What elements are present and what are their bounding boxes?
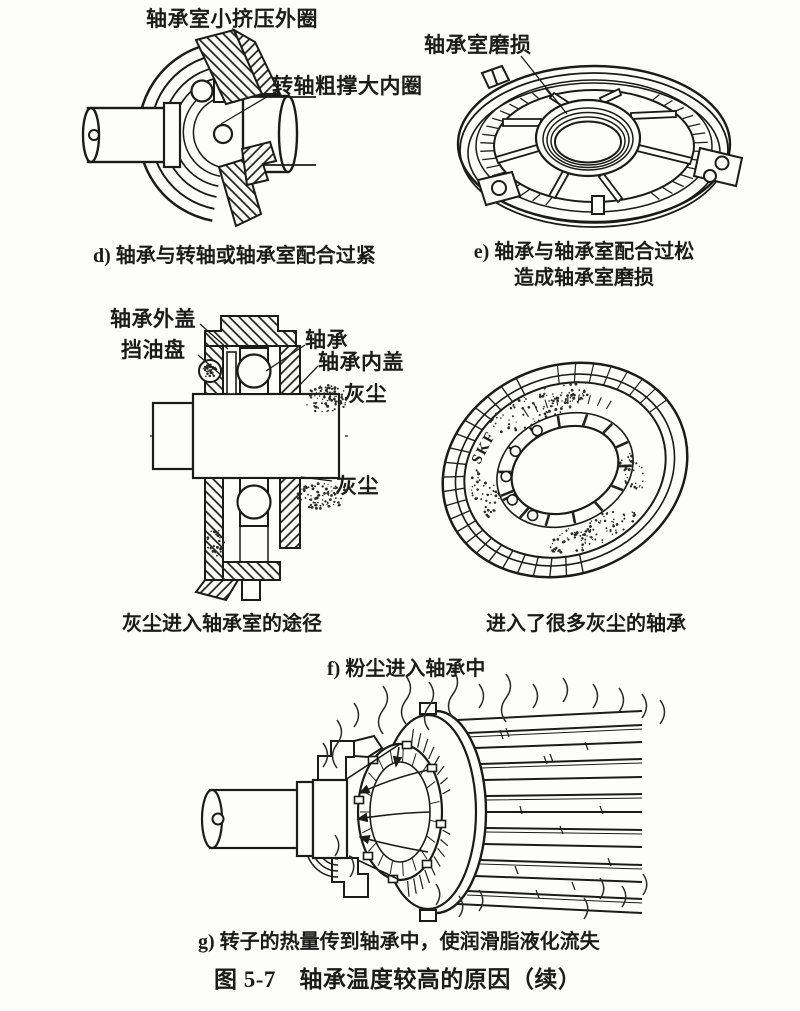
- bearing-brackets: [305, 734, 384, 898]
- label-housing-squeezes-outer-ring: 轴承室小挤压外圈: [146, 7, 318, 31]
- marking-strokes: [523, 394, 612, 418]
- housing-hatched-sections: [194, 27, 282, 228]
- caption-g: g) 转子的热量传到轴承中，使润滑脂液化流失: [198, 931, 600, 953]
- leader-inner-cap: [295, 365, 319, 390]
- rim-hatch: [443, 378, 584, 577]
- shaft: [151, 392, 341, 480]
- caption-d: d) 轴承与转轴或轴承室配合过紧: [93, 245, 376, 267]
- shaft-left: [81, 101, 182, 169]
- bearing-ball-upper: [190, 79, 214, 103]
- hub-bore: [534, 98, 642, 178]
- label-dust-lower: 灰尘: [336, 474, 379, 498]
- illustration-d-tight-fit: [81, 27, 316, 228]
- illustration-g-rotor-heat: [200, 669, 666, 922]
- ring-tab-bottom: [419, 909, 437, 922]
- inner-speckle: [206, 527, 225, 557]
- leader-outer-cap: [199, 323, 229, 350]
- caption-e-line1: e) 轴承与轴承室配合过松: [473, 241, 695, 263]
- heat-waves: [322, 669, 666, 920]
- dust-face-bottom: [549, 510, 637, 554]
- leader-e-wear: [520, 55, 568, 115]
- label-bearing-inner-cap: 轴承内盖: [318, 350, 404, 374]
- label-bearing-outer-cap: 轴承外盖: [110, 307, 196, 331]
- lower-cap-assembly: [194, 477, 301, 602]
- illustration-f-dusty-bearing: SKF: [441, 361, 689, 579]
- caption-e: e) 轴承与轴承室配合过松 造成轴承室磨损: [448, 239, 720, 291]
- upper-cap-assembly: [198, 315, 301, 395]
- bearing-ball-lower: [212, 123, 234, 145]
- leader-bearing: [265, 344, 306, 372]
- caption-f-right: 进入了很多灰尘的轴承: [486, 613, 686, 635]
- bearing-ball-lower: [236, 484, 272, 520]
- dust-face-top: [489, 380, 589, 434]
- leader-dust-lower: [300, 476, 333, 482]
- leader-lines: [197, 55, 568, 482]
- caption-f-left: 灰尘进入轴承室的途径: [122, 613, 322, 635]
- caption-f: f) 粉尘进入轴承中: [327, 658, 486, 680]
- label-oil-slinger: 挡油盘: [121, 338, 186, 362]
- mounting-lugs: [476, 64, 744, 215]
- shaft: [200, 778, 349, 860]
- bore: [510, 424, 620, 516]
- label-shaft-expands-inner-ring: 转轴粗撑大内圈: [272, 74, 423, 98]
- dust-face-left: [470, 469, 501, 519]
- rim-hatch-top: [556, 363, 667, 413]
- illustration-f-dust-path: [150, 315, 348, 602]
- label-housing-wear: 轴承室磨损: [424, 33, 532, 57]
- rotor-bars: [456, 710, 643, 914]
- caption-e-line2: 造成轴承室磨损: [514, 267, 654, 289]
- label-bearing: 轴承: [305, 328, 348, 352]
- dust-cloud-upper: [306, 383, 348, 413]
- roller-ends: [500, 424, 543, 522]
- leader-oil-slinger: [197, 354, 221, 375]
- heat-flow-arrows: [356, 746, 431, 853]
- ring-face-shading-top: [410, 728, 451, 795]
- label-dust-upper: 灰尘: [344, 382, 387, 406]
- bearing-ball-upper: [236, 353, 272, 389]
- illustration-e-worn-housing: [456, 64, 744, 228]
- leader-d-inner-ring: [220, 91, 276, 125]
- dust-cloud-lower: [296, 482, 346, 510]
- figure-caption: 图 5-7 轴承温度较高的原因（续）: [214, 967, 582, 992]
- shaft-right: [241, 94, 316, 174]
